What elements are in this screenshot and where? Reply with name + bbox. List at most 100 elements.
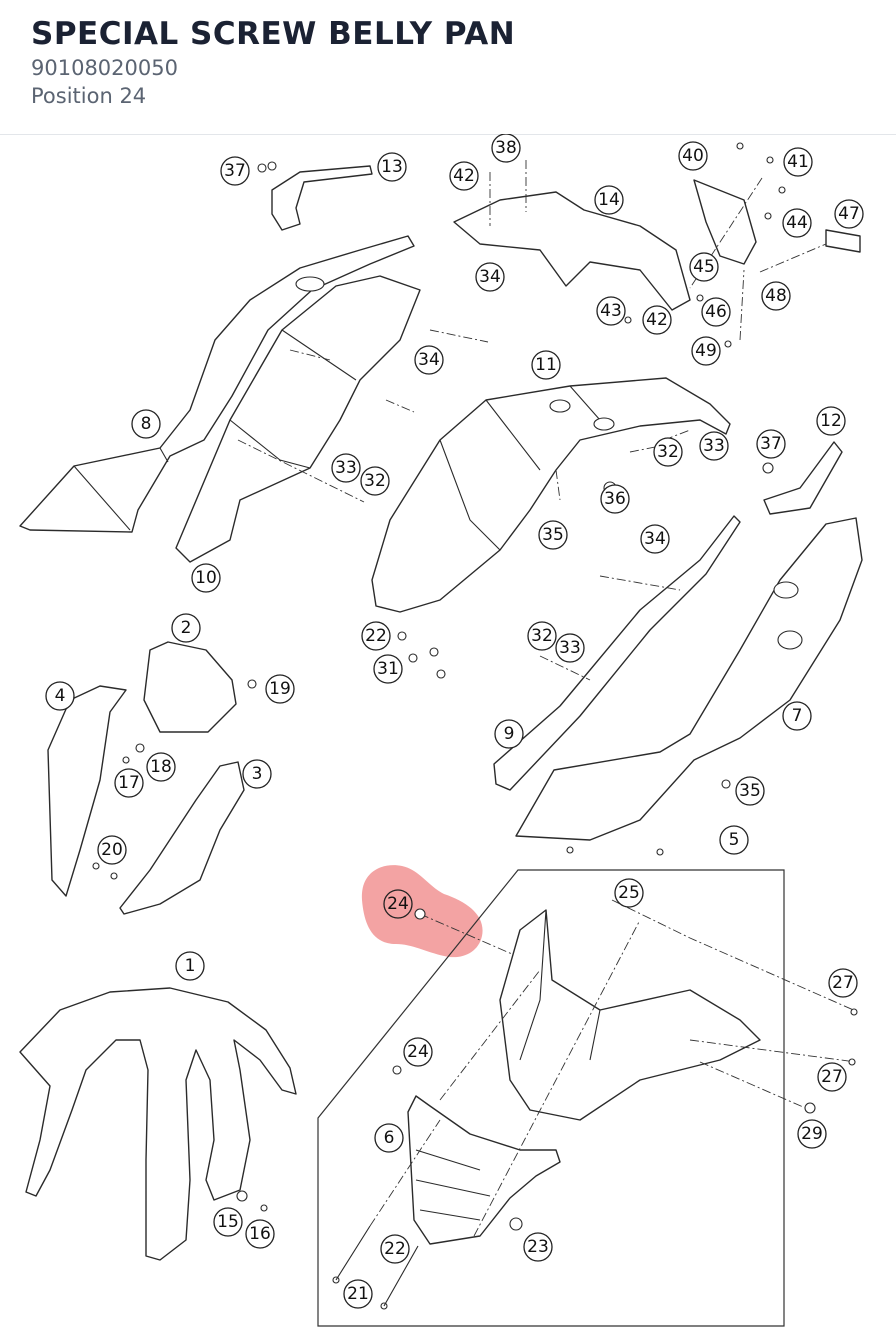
callout-label-11: 11	[535, 355, 557, 375]
callout-17[interactable]: 17	[114, 768, 144, 798]
part-3-front-trim[interactable]	[119, 761, 245, 915]
callout-label-45: 45	[693, 257, 715, 277]
part-12-grab-handle[interactable]	[763, 441, 843, 515]
part-7-side-cover[interactable]	[515, 517, 863, 841]
callout-label-29: 29	[801, 1124, 823, 1144]
part-6-lower-guard[interactable]	[407, 1095, 561, 1245]
callout-label-15: 15	[217, 1212, 239, 1232]
part-40-plate-holder[interactable]	[693, 179, 757, 265]
callout-31[interactable]: 31	[373, 654, 403, 684]
callout-label-37-b: 37	[760, 434, 782, 454]
callout-33-a[interactable]: 33	[331, 453, 361, 483]
callout-24-highlighted[interactable]: 24	[383, 889, 413, 919]
callout-label-21: 21	[347, 1284, 369, 1304]
callout-label-22-a: 22	[384, 1239, 406, 1259]
callout-7[interactable]: 7	[782, 701, 812, 731]
callout-label-33-c: 33	[559, 638, 581, 658]
callout-43[interactable]: 43	[596, 296, 626, 326]
callout-15[interactable]: 15	[213, 1207, 243, 1237]
part-11-rear-subframe[interactable]	[371, 377, 731, 613]
callout-label-34-a: 34	[479, 267, 501, 287]
part-10-tail-panel[interactable]	[175, 275, 421, 563]
callout-4[interactable]: 4	[45, 681, 75, 711]
callout-25[interactable]: 25	[614, 878, 644, 908]
callout-5[interactable]: 5	[719, 825, 749, 855]
callout-label-6: 6	[384, 1128, 395, 1148]
callout-label-43: 43	[600, 301, 622, 321]
callout-label-19: 19	[269, 679, 291, 699]
callout-49[interactable]: 49	[691, 336, 721, 366]
callout-24[interactable]: 24	[403, 1037, 433, 1067]
callout-8[interactable]: 8	[131, 409, 161, 439]
callout-33-b[interactable]: 33	[699, 431, 729, 461]
callout-48[interactable]: 48	[761, 281, 791, 311]
callout-35-b[interactable]: 35	[735, 776, 765, 806]
callout-14[interactable]: 14	[594, 185, 624, 215]
callout-21[interactable]: 21	[343, 1279, 373, 1309]
callout-35-a[interactable]: 35	[538, 520, 568, 550]
callout-11[interactable]: 11	[531, 350, 561, 380]
part-2-mask-panel[interactable]	[143, 641, 237, 733]
part-47-reflector[interactable]	[825, 229, 861, 253]
callout-1[interactable]: 1	[175, 951, 205, 981]
callout-37-a[interactable]: 37	[220, 156, 250, 186]
callout-34-b[interactable]: 34	[414, 345, 444, 375]
callout-label-42-a: 42	[453, 166, 475, 186]
callout-9[interactable]: 9	[494, 719, 524, 749]
callout-label-9: 9	[504, 724, 515, 744]
callout-42-b[interactable]: 42	[642, 305, 672, 335]
callout-10[interactable]: 10	[191, 563, 221, 593]
callout-40[interactable]: 40	[678, 141, 708, 171]
callout-27-b[interactable]: 27	[817, 1062, 847, 1092]
part-9-side-rail[interactable]	[493, 515, 741, 791]
callout-23[interactable]: 23	[523, 1232, 553, 1262]
part-8-side-rail[interactable]	[19, 235, 415, 533]
callout-29[interactable]: 29	[797, 1119, 827, 1149]
callout-label-2: 2	[181, 618, 192, 638]
callout-label-17: 17	[118, 773, 140, 793]
callout-label-3: 3	[252, 764, 263, 784]
callout-22-a[interactable]: 22	[380, 1234, 410, 1264]
page-header: SPECIAL SCREW BELLY PAN 90108020050 Posi…	[0, 0, 896, 135]
callout-46[interactable]: 46	[701, 297, 731, 327]
callout-38[interactable]: 38	[491, 134, 521, 163]
callout-32-b[interactable]: 32	[653, 437, 683, 467]
callout-22-b[interactable]: 22	[361, 621, 391, 651]
callout-label-4: 4	[55, 686, 66, 706]
callout-47[interactable]: 47	[834, 199, 864, 229]
callout-18[interactable]: 18	[146, 752, 176, 782]
callout-label-34-b: 34	[418, 350, 440, 370]
callout-label-32-b: 32	[657, 442, 679, 462]
callout-12[interactable]: 12	[816, 406, 846, 436]
part-1-front-fender[interactable]	[19, 987, 297, 1261]
belly-pan-main[interactable]	[499, 909, 761, 1121]
callout-41[interactable]: 41	[783, 147, 813, 177]
callout-42-a[interactable]: 42	[449, 161, 479, 191]
callout-34-a[interactable]: 34	[475, 262, 505, 292]
callout-20[interactable]: 20	[97, 835, 127, 865]
callout-32-a[interactable]: 32	[360, 466, 390, 496]
callout-44[interactable]: 44	[782, 208, 812, 238]
part-13-grab-handle[interactable]	[271, 165, 373, 231]
callout-19[interactable]: 19	[265, 674, 295, 704]
callout-16[interactable]: 16	[245, 1219, 275, 1249]
callout-label-32-a: 32	[364, 471, 386, 491]
part-title: SPECIAL SCREW BELLY PAN	[31, 16, 516, 52]
callout-6[interactable]: 6	[374, 1123, 404, 1153]
callout-33-c[interactable]: 33	[555, 633, 585, 663]
callout-36[interactable]: 36	[600, 484, 630, 514]
callout-34-c[interactable]: 34	[640, 524, 670, 554]
callout-label-22-b: 22	[365, 626, 387, 646]
callout-32-c[interactable]: 32	[527, 621, 557, 651]
callout-2[interactable]: 2	[171, 613, 201, 643]
part-4-side-trim[interactable]	[47, 685, 127, 897]
callout-label-13: 13	[381, 157, 403, 177]
callout-27-a[interactable]: 27	[828, 968, 858, 998]
callout-45[interactable]: 45	[689, 252, 719, 282]
callout-label-32-c: 32	[531, 626, 553, 646]
callout-13[interactable]: 13	[377, 152, 407, 182]
callout-3[interactable]: 3	[242, 759, 272, 789]
part-14-tail-bracket[interactable]	[453, 191, 691, 311]
callout-label-5: 5	[729, 830, 740, 850]
callout-37-b[interactable]: 37	[756, 429, 786, 459]
